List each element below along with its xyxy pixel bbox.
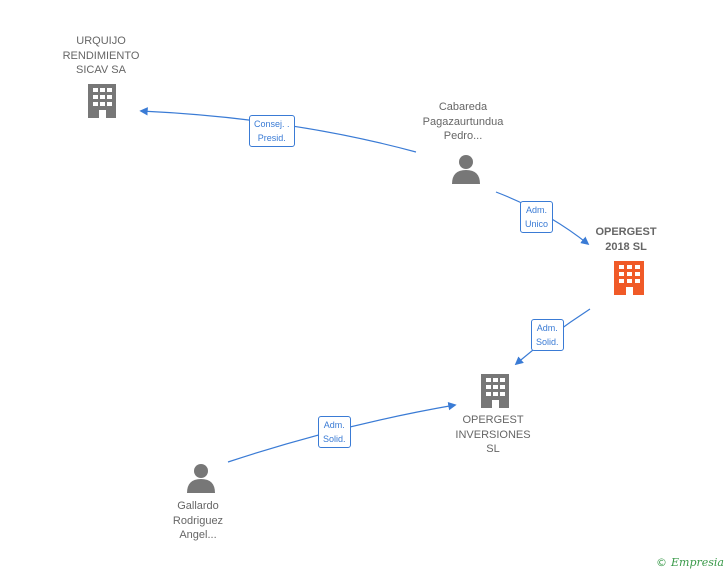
edge-label-adm-solid-2: Adm. Solid. — [318, 416, 351, 448]
node-label-cabareda[interactable]: Cabareda Pagazaurtundua Pedro... — [422, 101, 504, 142]
node-label-opergest2018[interactable]: OPERGEST 2018 SL — [595, 226, 657, 253]
edge-label-adm-solid-1: Adm. Solid. — [531, 319, 564, 351]
brand-footer[interactable]: © Empresia — [656, 556, 724, 569]
edge-label-consej-presid: Consej. . Presid. — [249, 115, 295, 147]
building-icon[interactable] — [481, 374, 509, 408]
building-icon-highlight[interactable] — [614, 261, 644, 295]
copyright-icon: © — [656, 556, 667, 569]
node-label-opergestinv[interactable]: OPERGEST INVERSIONES SL — [455, 414, 531, 455]
node-label-gallardo[interactable]: Gallardo Rodriguez Angel... — [172, 500, 224, 541]
node-label-urquijo[interactable]: URQUIJO RENDIMIENTO SICAV SA — [62, 35, 140, 76]
person-icon[interactable] — [452, 155, 480, 184]
person-icon[interactable] — [187, 464, 215, 493]
edge-label-adm-unico: Adm. Unico — [520, 201, 554, 233]
brand-name: Empresia — [671, 556, 724, 569]
building-icon[interactable] — [88, 84, 116, 118]
